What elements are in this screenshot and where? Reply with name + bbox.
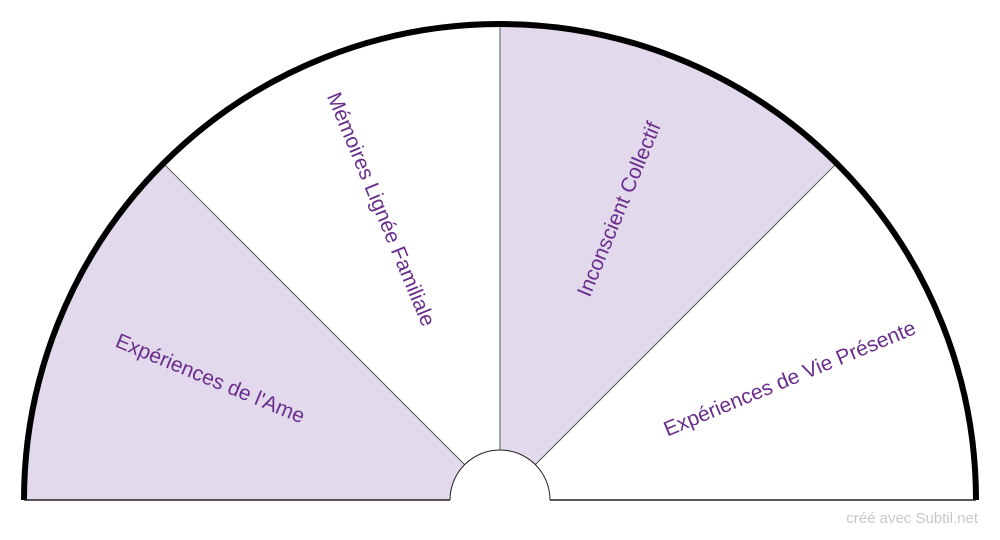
center-hub: [24, 449, 976, 501]
sector-1: [24, 163, 465, 501]
divider-line-1: [163, 163, 465, 465]
outer-arc: [21, 21, 979, 501]
sector-2: [163, 24, 501, 465]
sector-3: [500, 24, 837, 465]
sector-4: [535, 163, 976, 501]
chart-dividers: [163, 24, 837, 465]
chart-sectors: [24, 24, 976, 501]
credit-text: créé avec Subtil.net: [846, 510, 978, 527]
divider-line-3: [535, 163, 837, 465]
center-hub-arc: [449, 449, 551, 501]
